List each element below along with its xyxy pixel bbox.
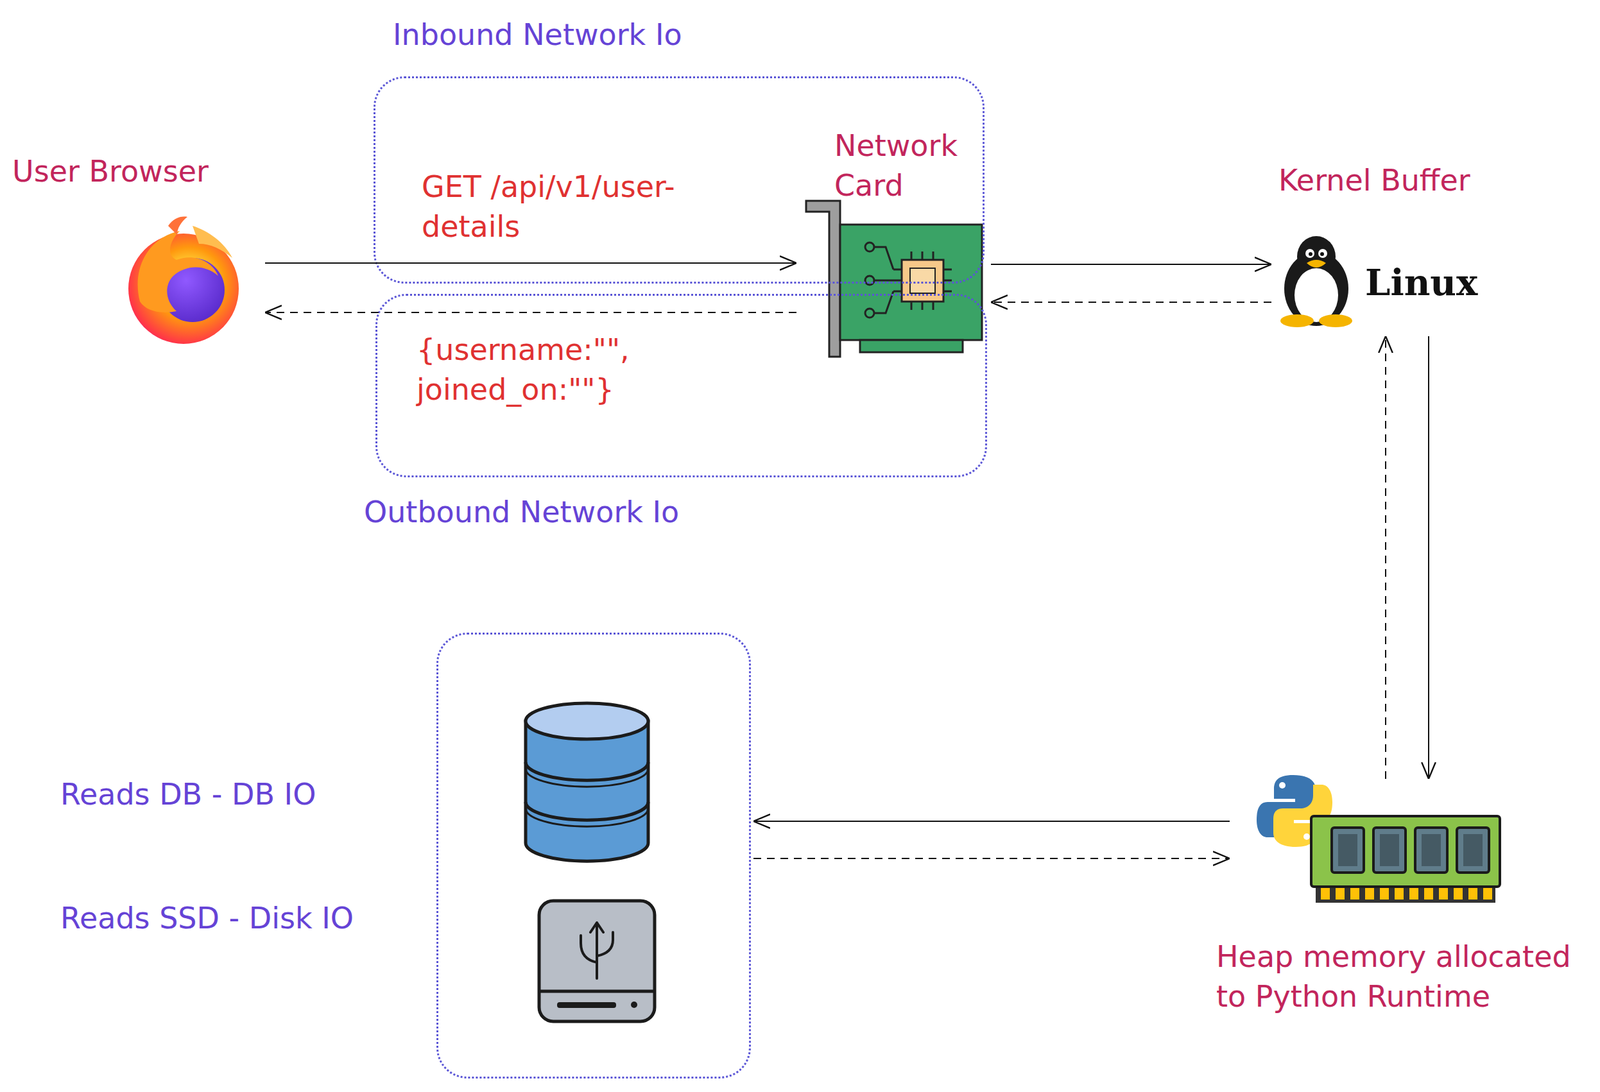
node-label: User Browser — [12, 151, 209, 192]
edge-label: {username:"", joined_on:""} — [416, 329, 674, 410]
node-label: Kernel Buffer — [1278, 160, 1471, 201]
node-label: Linux — [1365, 259, 1478, 306]
connector — [1384, 336, 1387, 780]
kernel-node: Kernel BufferLinux — [1273, 160, 1445, 334]
network-card-icon — [806, 200, 982, 357]
connector — [753, 858, 1230, 860]
storage-box: Reads DB - DB IOReads SSD - Disk IO — [436, 632, 751, 1079]
tux-icon — [1280, 236, 1353, 328]
database-icon — [525, 703, 649, 862]
node-label: Heap memory allocated to Python Runtime — [1216, 937, 1586, 1017]
connector — [265, 262, 797, 264]
connector — [1427, 336, 1430, 780]
connector — [753, 820, 1230, 823]
node-label: Inbound Network Io — [392, 14, 683, 55]
connector — [990, 263, 1272, 266]
network-card-node: Network Card — [799, 121, 989, 360]
disk-icon — [539, 901, 655, 1022]
node-label: Reads DB - DB IO — [60, 774, 316, 815]
browser-node: User Browser — [12, 150, 263, 344]
ram-icon — [1311, 816, 1500, 904]
node-label: Reads SSD - Disk IO — [60, 898, 354, 939]
edge-label: GET /api/v1/user-details — [421, 166, 724, 247]
node-label: Network Card — [834, 125, 976, 206]
connector — [265, 311, 797, 314]
firefox-icon — [128, 216, 239, 345]
node-label: Outbound Network Io — [363, 492, 680, 533]
memory-node: Heap memory allocated to Python Runtime — [1232, 781, 1509, 1013]
connector — [990, 301, 1272, 303]
